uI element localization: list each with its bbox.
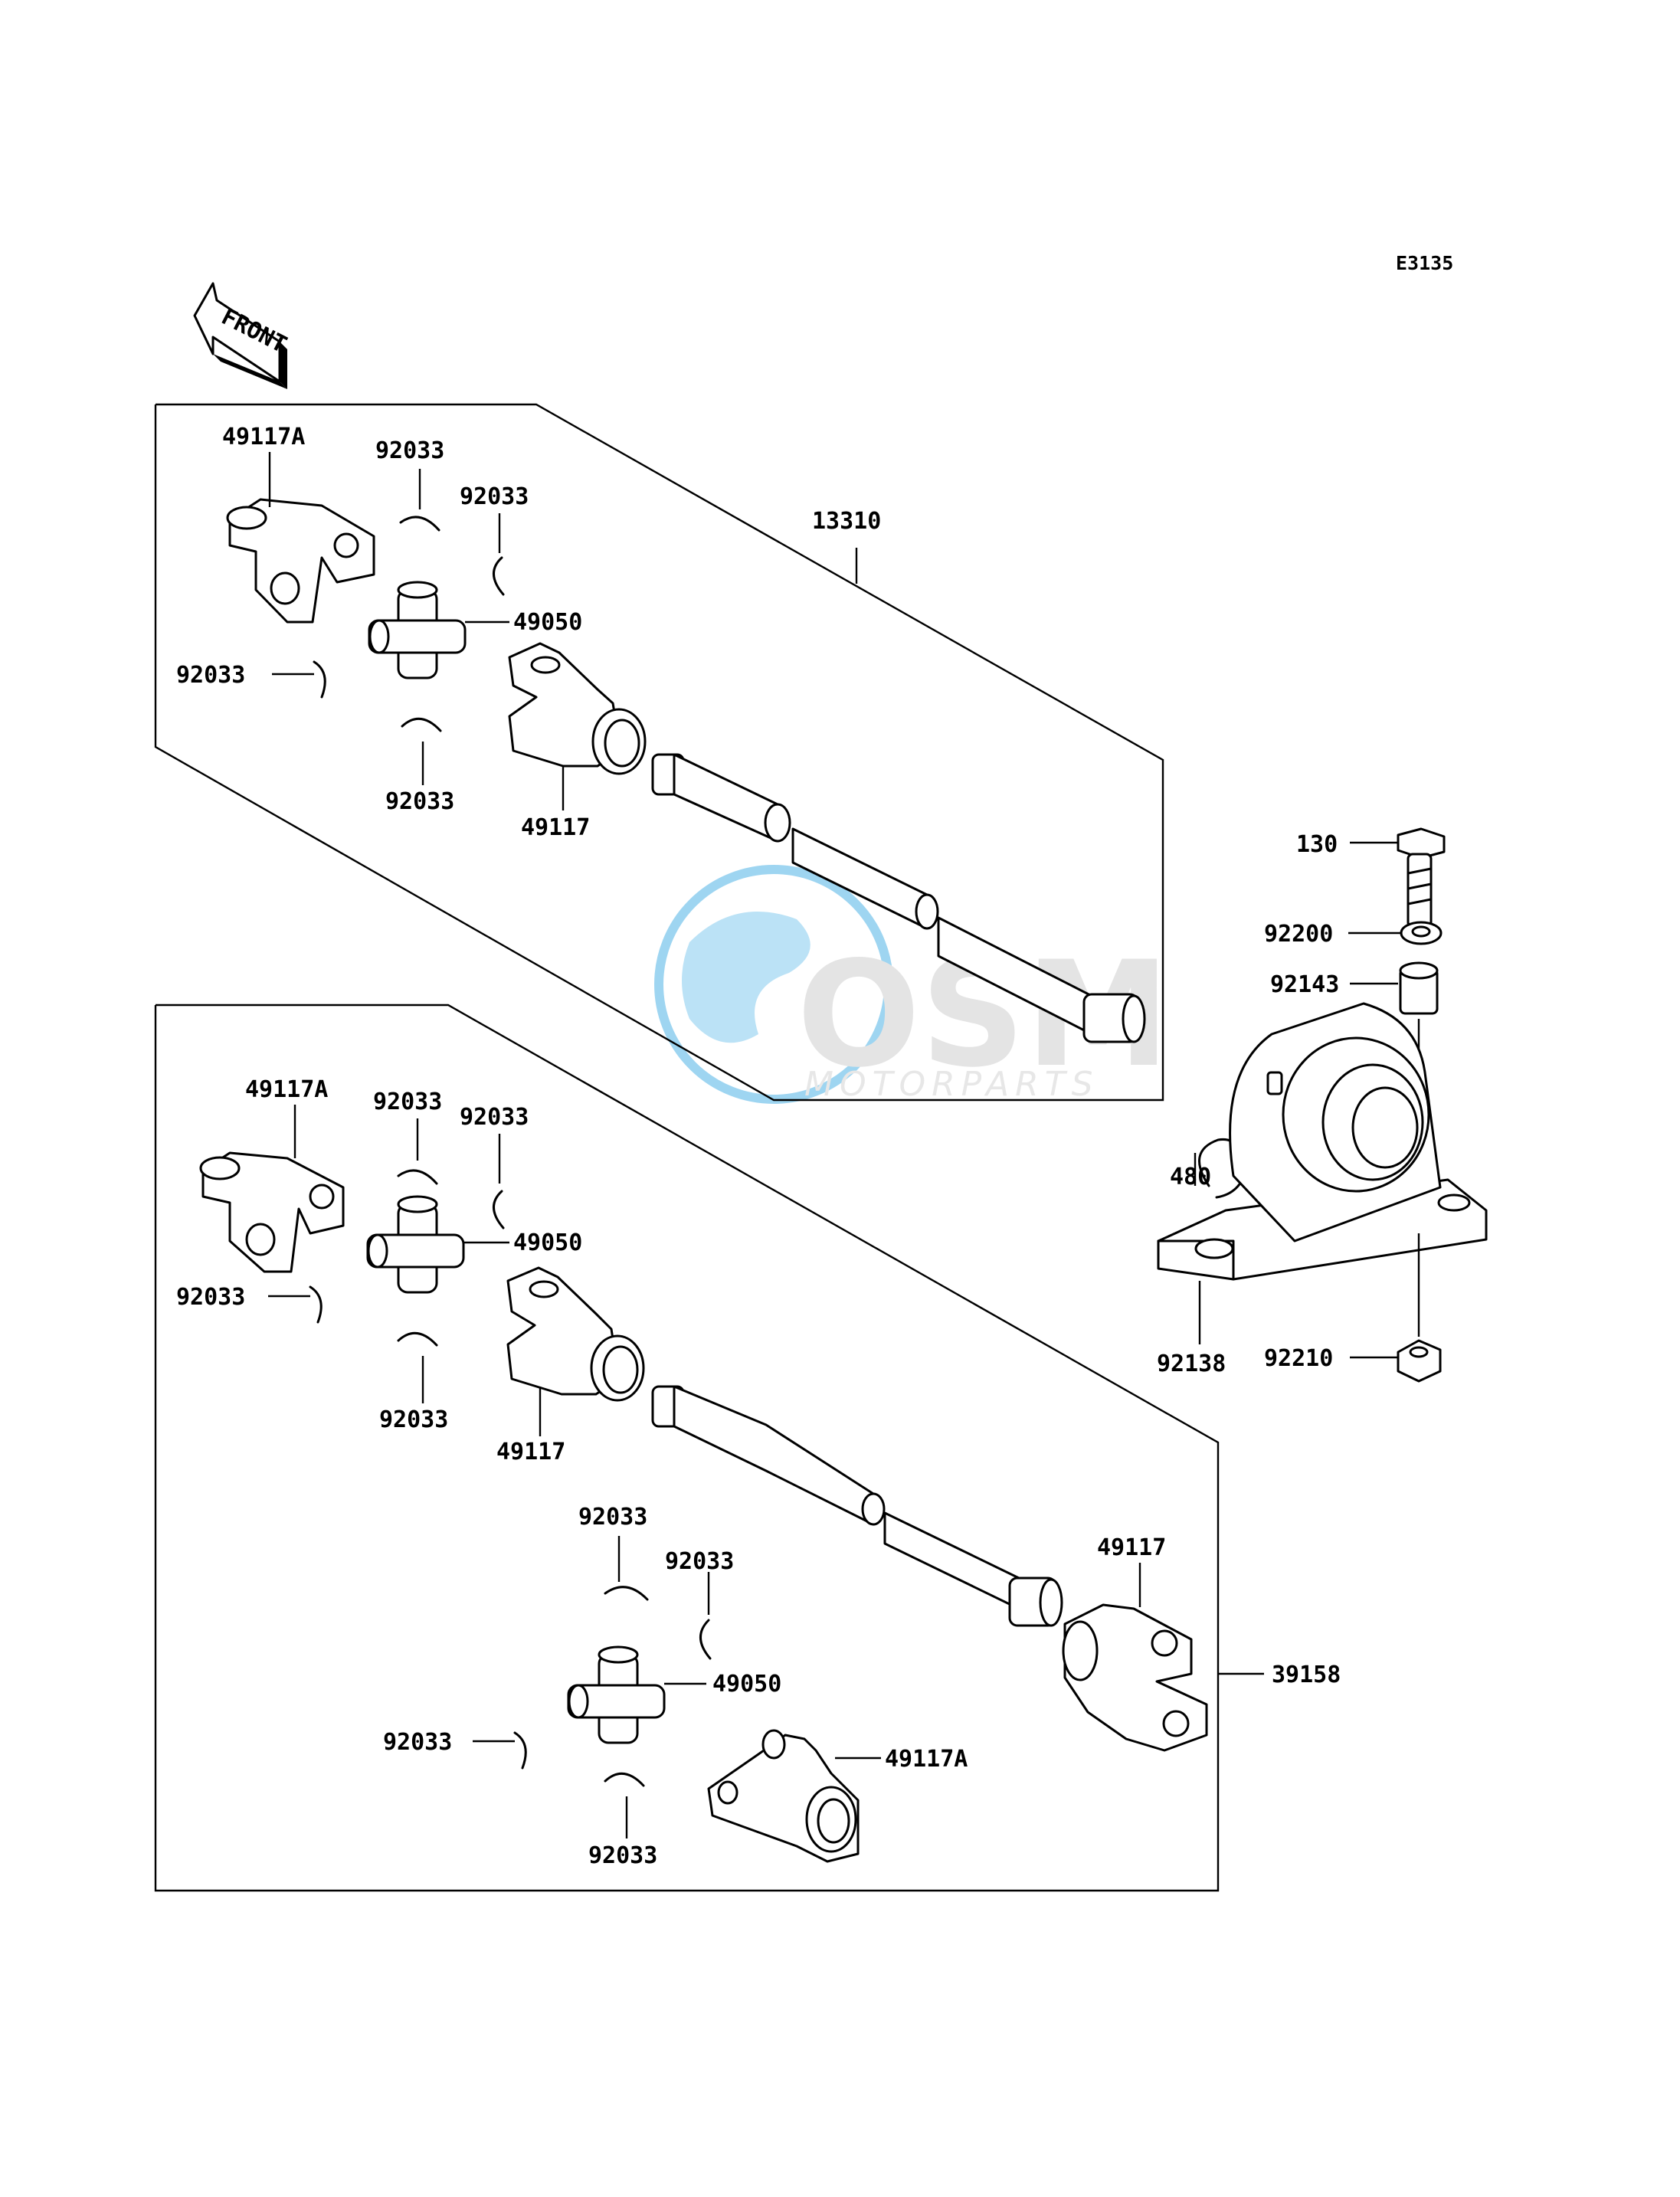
label-clip-bottom-7: 92033 <box>383 1729 452 1756</box>
label-cross-bottom-2: 49050 <box>712 1671 781 1698</box>
label-assembly-bottom: 39158 <box>1272 1662 1341 1688</box>
label-bolt: 130 <box>1296 831 1338 858</box>
label-washer: 92200 <box>1264 921 1333 948</box>
label-circlip: 480 <box>1170 1164 1211 1190</box>
assembly-bottom: 49117A 92033 92033 92033 92033 49050 <box>154 1004 1341 1892</box>
label-cross-bottom-1: 49050 <box>513 1229 582 1256</box>
assembly-top-frame <box>154 403 1164 1102</box>
shaft-13310 <box>651 753 1146 1043</box>
label-yoke-bottom-1: 49117 <box>496 1439 565 1465</box>
label-clip-bottom-3: 92033 <box>176 1284 245 1311</box>
yoke-49117a-top <box>226 498 375 624</box>
label-clip-top-4: 92033 <box>385 788 454 815</box>
label-bearing: 92138 <box>1157 1351 1226 1377</box>
label-clip-top-2: 92033 <box>460 483 529 510</box>
yoke-49117a-bottom-1 <box>199 1151 345 1273</box>
bolt-130 <box>1397 827 1446 928</box>
label-yoke-a-bottom-2: 49117A <box>885 1746 968 1773</box>
cross-49050-bottom-1 <box>366 1195 465 1294</box>
label-yoke-top: 49117 <box>521 814 590 841</box>
bearing-group: 130 92200 92143 480 <box>1157 827 1488 1383</box>
cross-49050-bottom-2 <box>567 1645 666 1744</box>
front-arrow-icon: FRONT <box>193 282 291 389</box>
label-assembly-top: 13310 <box>812 508 881 535</box>
bearing-92138 <box>1157 1002 1488 1281</box>
label-clip-bottom-2: 92033 <box>460 1104 529 1131</box>
label-clip-bottom-6: 92033 <box>665 1548 734 1575</box>
assembly-bottom-frame <box>154 1004 1220 1892</box>
clip-icon <box>397 1332 438 1347</box>
washer-92200 <box>1400 921 1443 945</box>
label-clip-top-3: 92033 <box>176 662 245 689</box>
assembly-top: 49117A 92033 92033 92033 92033 49050 <box>154 403 1164 1102</box>
label-nut: 92210 <box>1264 1345 1333 1372</box>
label-yoke-bottom-2: 49117 <box>1097 1534 1166 1561</box>
clip-icon <box>397 1169 438 1185</box>
nut-92210 <box>1397 1339 1442 1383</box>
clip-icon <box>309 1285 323 1324</box>
yoke-49117-bottom-2 <box>1062 1603 1208 1752</box>
label-cross-top: 49050 <box>513 609 582 636</box>
yoke-49117-bottom-1 <box>506 1266 645 1402</box>
label-clip-bottom-4: 92033 <box>379 1406 448 1433</box>
label-clip-bottom-1: 92033 <box>373 1089 442 1115</box>
clip-icon <box>401 718 442 732</box>
clip-icon <box>493 1190 505 1229</box>
clip-icon <box>604 1773 645 1787</box>
label-collar: 92143 <box>1270 971 1339 998</box>
label-yoke-a-bottom-1: 49117A <box>245 1076 328 1103</box>
clip-icon <box>493 556 505 596</box>
label-clip-top-1: 92033 <box>375 437 444 464</box>
clip-icon <box>604 1586 649 1601</box>
label-clip-bottom-8: 92033 <box>588 1842 657 1869</box>
label-clip-bottom-5: 92033 <box>578 1504 647 1531</box>
yoke-49117-top <box>508 642 647 775</box>
label-yoke-a-top: 49117A <box>222 424 305 450</box>
watermark-sub: MOTORPARTS <box>804 1065 1099 1104</box>
clip-icon <box>399 516 440 532</box>
shaft-39158 <box>651 1385 1063 1627</box>
cross-49050-top <box>368 581 467 679</box>
yoke-49117a-bottom-2 <box>707 1729 860 1863</box>
clip-icon <box>313 660 326 699</box>
clip-icon <box>699 1619 712 1660</box>
collar-92143 <box>1399 961 1439 1015</box>
diagram-code: E3135 <box>1396 252 1453 274</box>
clip-icon <box>513 1731 527 1770</box>
